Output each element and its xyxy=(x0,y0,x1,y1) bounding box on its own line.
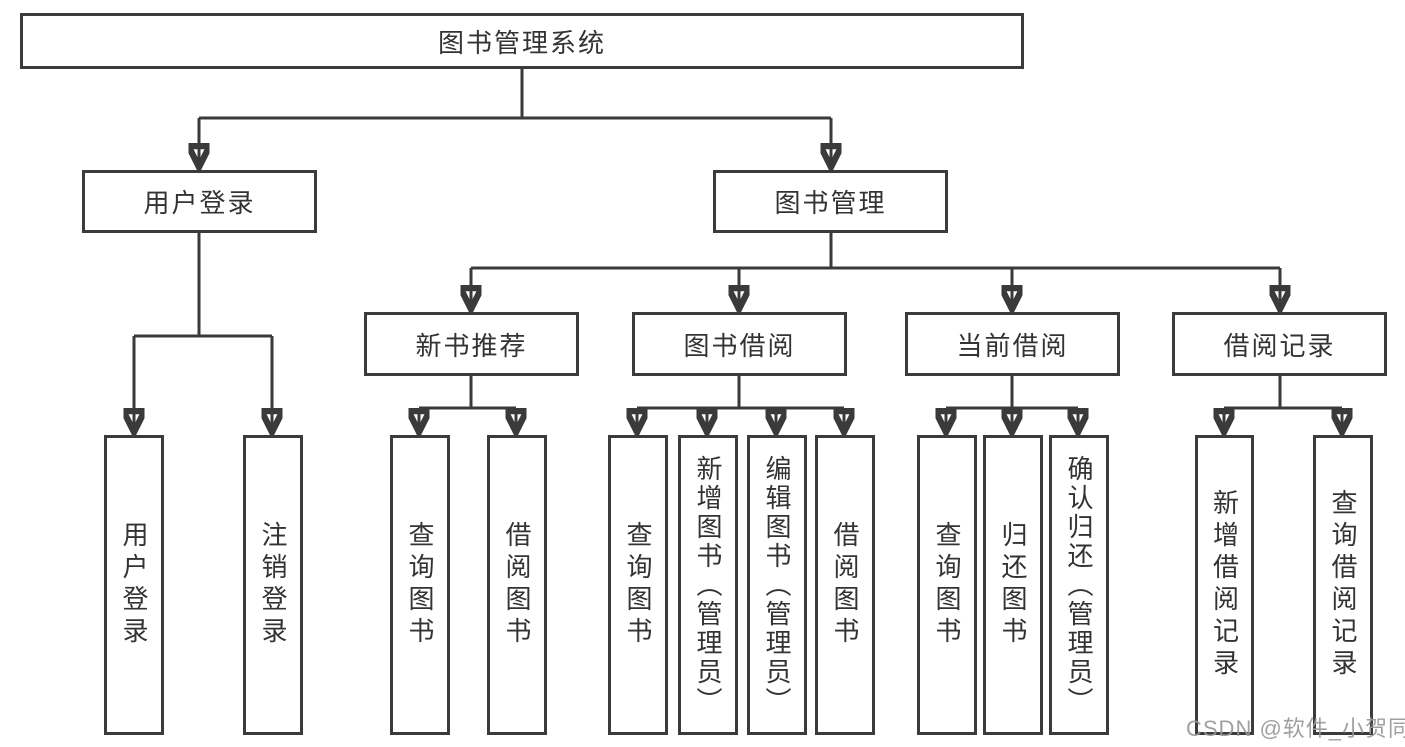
leaf-recommend-borrow-books: 借阅图书 xyxy=(487,435,547,735)
leaf-logout: 注销登录 xyxy=(243,435,303,735)
node-book-management: 图书管理 xyxy=(713,170,948,233)
node-current-borrow: 当前借阅 xyxy=(905,312,1120,376)
node-book-borrow: 图书借阅 xyxy=(632,312,847,376)
leaf-edit-book-admin: 编辑图书（管理员） xyxy=(747,435,807,735)
leaf-recommend-query-books: 查询图书 xyxy=(390,435,450,735)
leaf-current-query-books: 查询图书 xyxy=(917,435,977,735)
leaf-add-borrow-record: 新增借阅记录 xyxy=(1195,435,1254,735)
leaf-user-login: 用户登录 xyxy=(104,435,164,735)
leaf-borrow-query-books: 查询图书 xyxy=(608,435,668,735)
leaf-confirm-return-admin: 确认归还（管理员） xyxy=(1049,435,1109,735)
node-root-system: 图书管理系统 xyxy=(20,13,1024,69)
node-new-book-recommend: 新书推荐 xyxy=(364,312,579,376)
leaf-add-book-admin: 新增图书（管理员） xyxy=(678,435,738,735)
leaf-query-borrow-record: 查询借阅记录 xyxy=(1313,435,1373,735)
csdn-watermark: CSDN @软件_小贺同学 xyxy=(1186,716,1405,741)
leaf-borrow-borrow-books: 借阅图书 xyxy=(815,435,875,735)
node-user-login: 用户登录 xyxy=(82,170,317,233)
leaf-return-book: 归还图书 xyxy=(983,435,1043,735)
node-borrow-records: 借阅记录 xyxy=(1172,312,1387,376)
